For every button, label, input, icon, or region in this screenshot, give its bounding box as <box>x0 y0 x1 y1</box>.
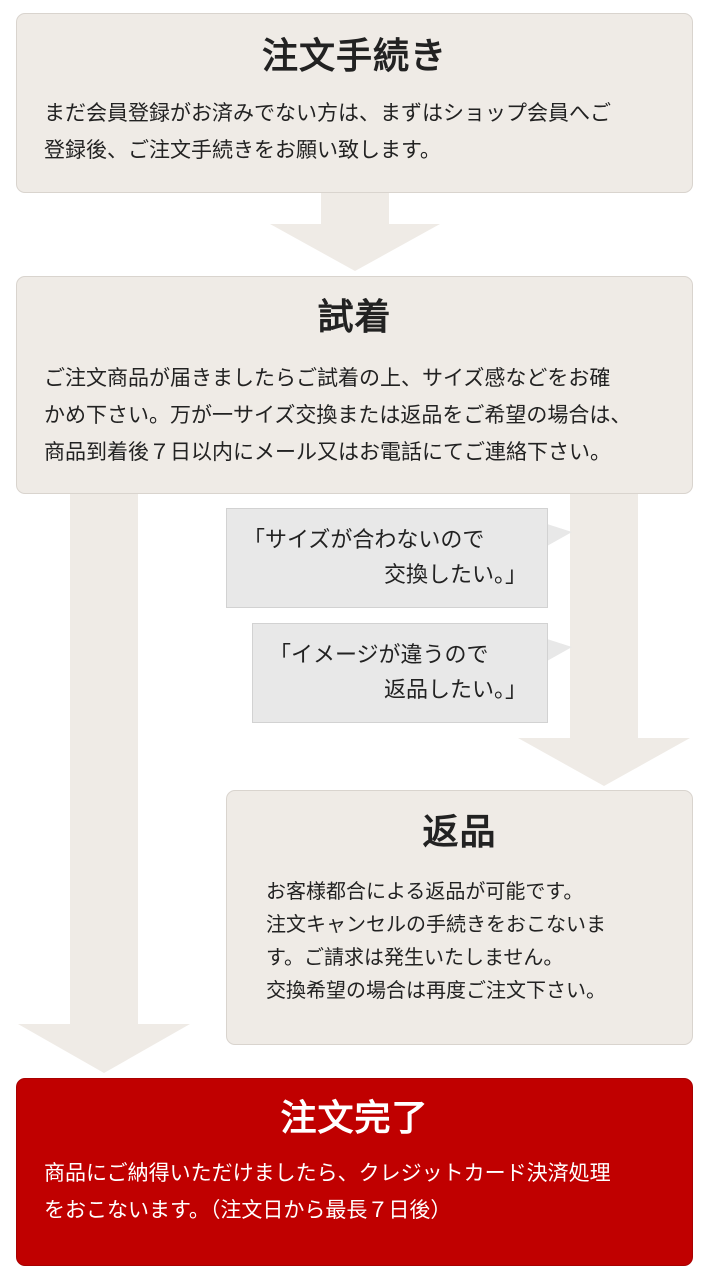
step-tryon-text: ご注文商品が届きましたらご試着の上、サイズ感などをお確 かめ下さい。万が一サイズ… <box>44 366 632 464</box>
step-tryon-title: 試着 <box>317 297 392 338</box>
arrow-order-to-tryon <box>270 193 440 271</box>
return-reason-line1: 「イメージが違うので <box>269 643 489 668</box>
return-reason-bubble: 「イメージが違うので 返品したい。」 <box>252 623 548 723</box>
bubble-exchange-pointer <box>547 524 572 546</box>
arrow-tryon-to-complete <box>18 494 190 1073</box>
step-complete-box: 注文完了 商品にご納得いただけましたら、クレジットカード決済処理 をおこないます… <box>16 1078 693 1266</box>
step-order-text: まだ会員登録がお済みでない方は、まずはショップ会員へご 登録後、ご注文手続きをお… <box>44 101 611 162</box>
step-order-title: 注文手続き <box>261 36 447 77</box>
bubble-return-pointer <box>547 639 572 661</box>
arrow-tryon-to-return <box>518 494 690 786</box>
step-return-title: 返品 <box>422 812 497 853</box>
exchange-reason-line2: 交換したい。」 <box>383 563 527 588</box>
step-return-text: お客様都合による返品が可能です。 注文キャンセルの手続きをおこないま す。ご請求… <box>266 879 606 1002</box>
step-tryon-box: 試着 ご注文商品が届きましたらご試着の上、サイズ感などをお確 かめ下さい。万が一… <box>16 276 693 494</box>
exchange-reason-line1: 「サイズが合わないので <box>243 528 485 553</box>
step-complete-title: 注文完了 <box>280 1098 429 1139</box>
step-complete-text: 商品にご納得いただけましたら、クレジットカード決済処理 をおこないます。（注文日… <box>44 1161 611 1222</box>
exchange-reason-bubble: 「サイズが合わないので 交換したい。」 <box>226 508 548 608</box>
step-return-box: 返品 お客様都合による返品が可能です。 注文キャンセルの手続きをおこないま す。… <box>226 790 693 1045</box>
step-order-box: 注文手続き まだ会員登録がお済みでない方は、まずはショップ会員へご 登録後、ご注… <box>16 13 693 193</box>
return-reason-line2: 返品したい。」 <box>383 678 527 703</box>
